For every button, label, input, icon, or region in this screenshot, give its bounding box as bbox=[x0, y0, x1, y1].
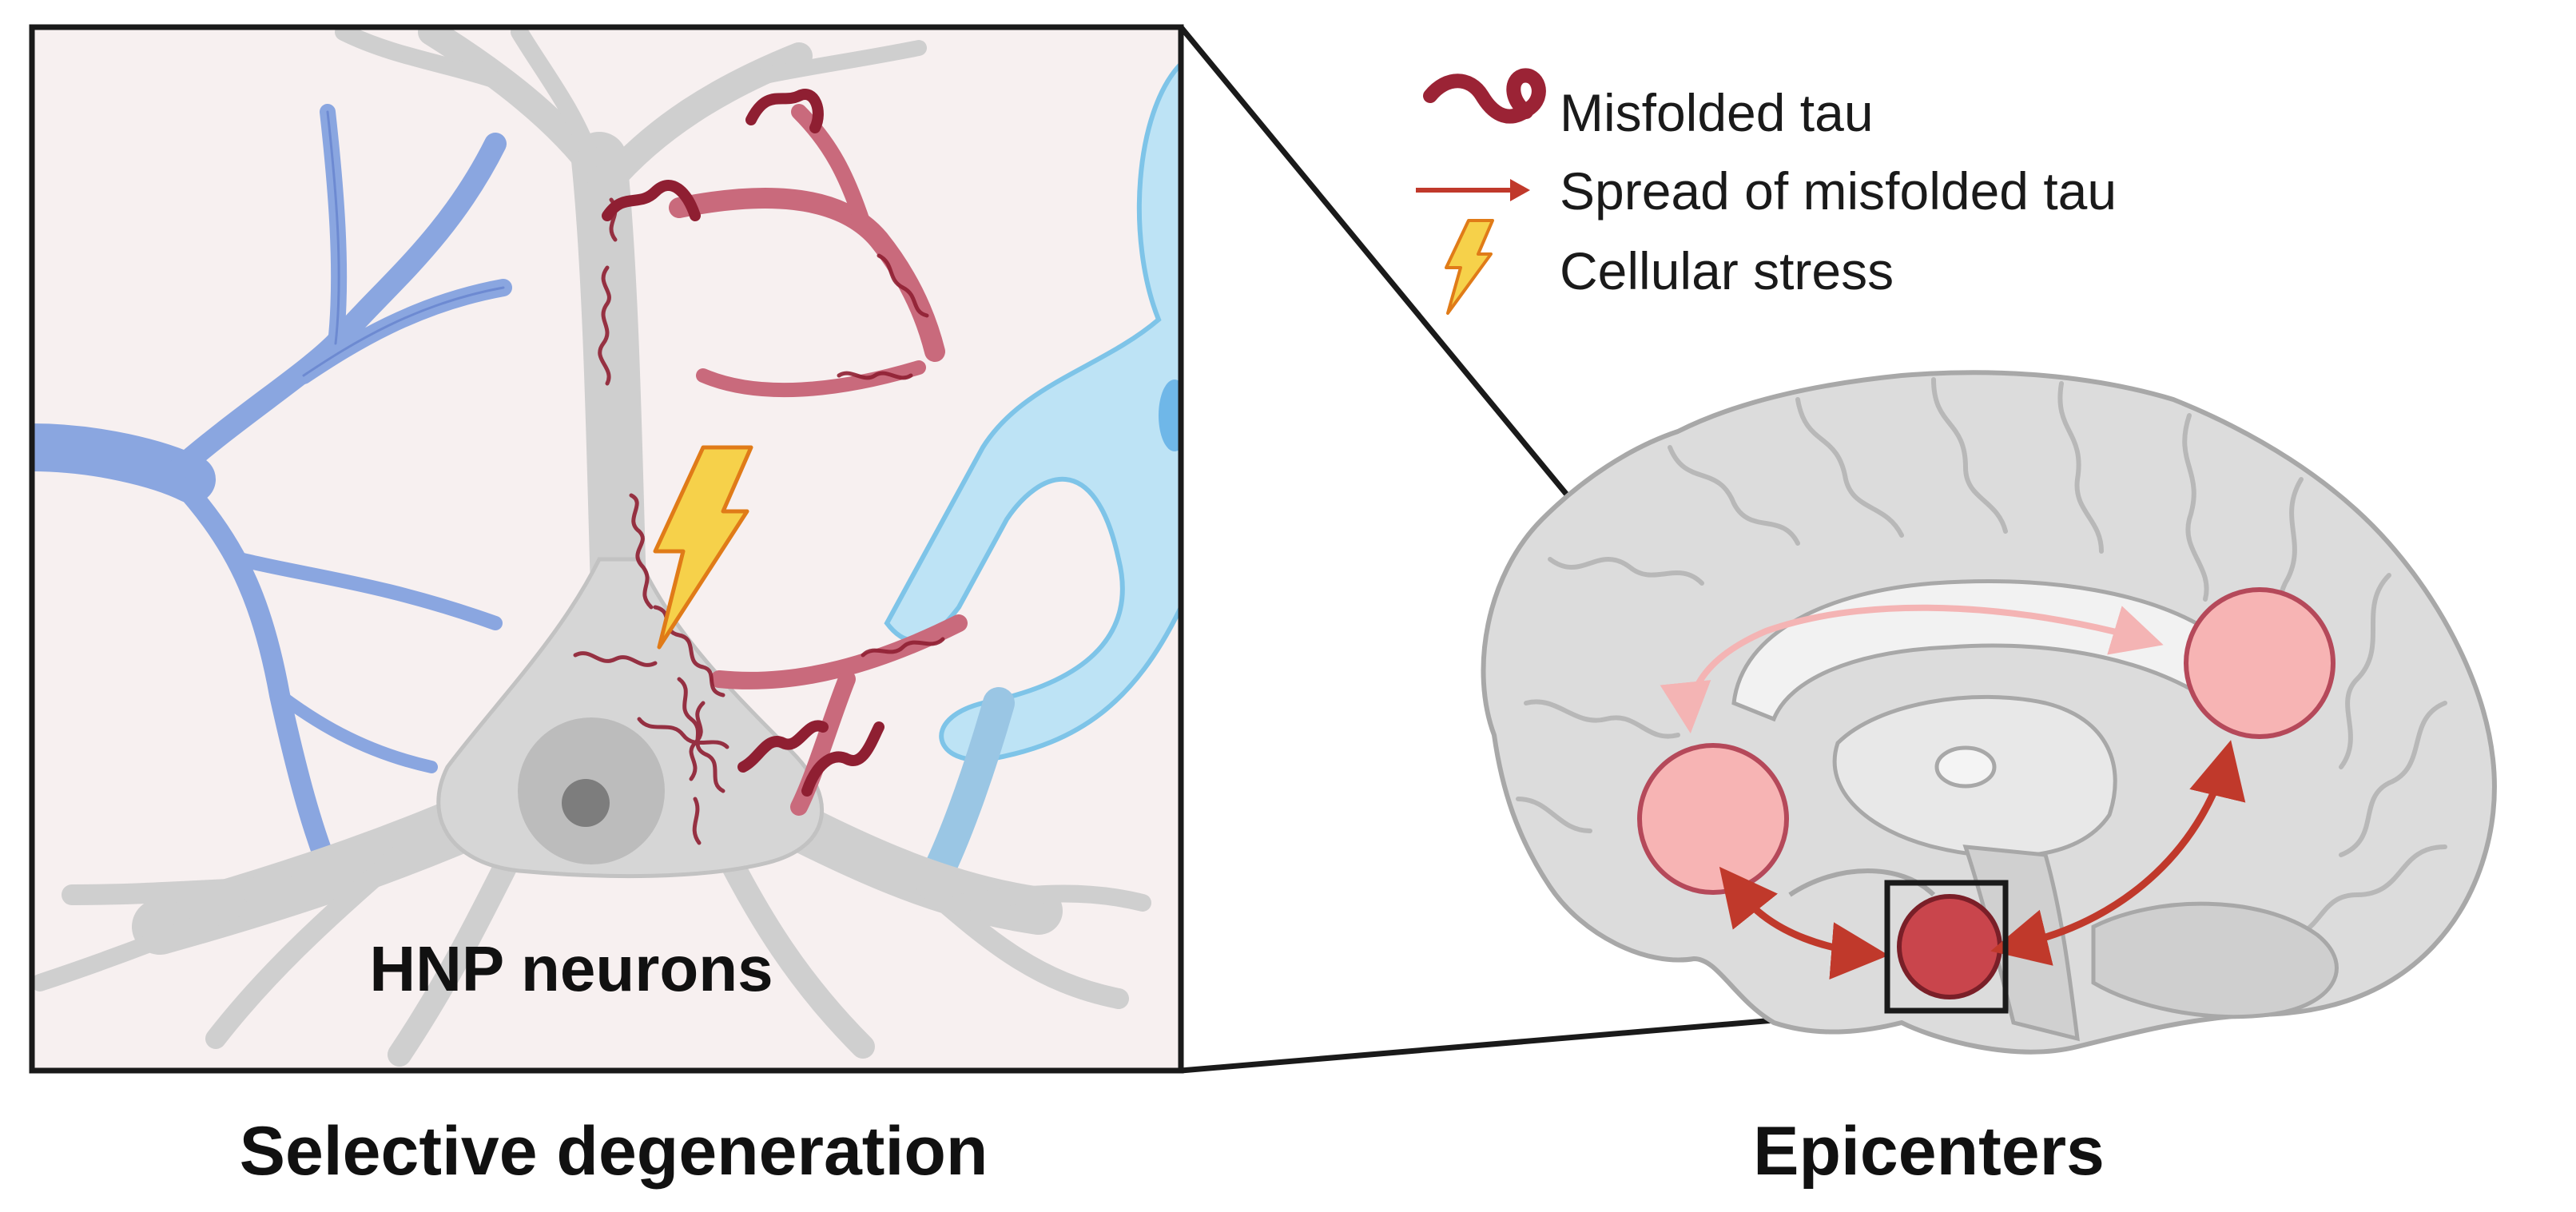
tau-fibrils bbox=[602, 89, 885, 797]
legend-label: Cellular stress bbox=[1560, 241, 1894, 300]
zoom-box bbox=[1884, 880, 2009, 1014]
legend-item-spread: Spread of misfolded tau bbox=[1416, 161, 2117, 221]
legend: Misfolded tau Spread of misfolded tau Ce… bbox=[1416, 68, 2117, 315]
neuron bbox=[32, 27, 1151, 1067]
misfolded-tau-icon bbox=[1423, 68, 1546, 124]
glial-cell-light-blue bbox=[884, 60, 1181, 895]
spread-arrow-faint bbox=[1660, 604, 2164, 733]
panel-border bbox=[29, 24, 1184, 1074]
legend-item-cellular-stress: Cellular stress bbox=[1445, 219, 1894, 315]
epicenter-primary bbox=[1897, 894, 2002, 999]
legend-item-misfolded-tau: Misfolded tau bbox=[1423, 68, 1874, 142]
spread-arrow bbox=[1990, 740, 2246, 966]
brain-sagittal bbox=[1481, 370, 2497, 1055]
right-caption: Epicenters bbox=[1753, 1113, 2105, 1190]
left-caption: Selective degeneration bbox=[240, 1113, 988, 1190]
nucleolus bbox=[562, 779, 610, 827]
neuron-zoom-panel: HNP neurons bbox=[29, 24, 1184, 1074]
lightning-bolt-icon bbox=[1445, 219, 1494, 315]
legend-label: Misfolded tau bbox=[1560, 83, 1874, 142]
legend-label: Spread of misfolded tau bbox=[1560, 161, 2117, 221]
tau-tangles bbox=[573, 197, 945, 845]
epicenter-temporal bbox=[1637, 743, 1789, 895]
epicenter-frontal bbox=[2184, 587, 2335, 739]
neuron-label: HNP neurons bbox=[369, 933, 773, 1004]
spread-arrow bbox=[1719, 866, 1889, 980]
lightning-bolt-icon bbox=[653, 445, 753, 650]
